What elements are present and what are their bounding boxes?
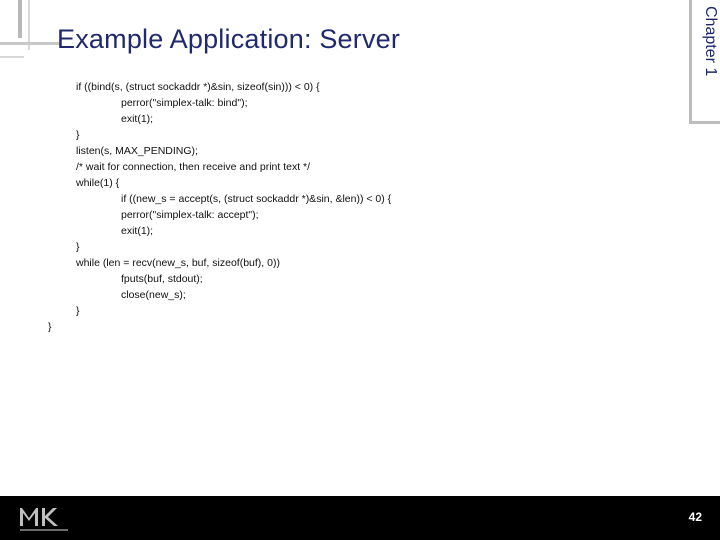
code-line: perror("simplex-talk: bind"); xyxy=(121,97,248,109)
code-line: exit(1); xyxy=(121,113,154,125)
code-line: if ((new_s = accept(s, (struct sockaddr … xyxy=(121,193,392,205)
code-line: /* wait for connection, then receive and… xyxy=(76,161,311,173)
page-number: 42 xyxy=(688,510,702,524)
publisher-logo xyxy=(20,508,68,531)
code-line: } xyxy=(76,305,80,317)
code-line: if ((bind(s, (struct sockaddr *)&sin, si… xyxy=(76,81,320,93)
decor-bar xyxy=(28,0,30,50)
decor-bar xyxy=(18,0,22,38)
code-line: listen(s, MAX_PENDING); xyxy=(76,145,198,157)
decor-bar xyxy=(0,42,60,45)
code-line: while (len = recv(new_s, buf, sizeof(buf… xyxy=(76,257,280,269)
code-line: perror("simplex-talk: accept"); xyxy=(121,209,259,221)
code-line: } xyxy=(76,129,80,141)
code-line: exit(1); xyxy=(121,225,154,237)
footer-bar: 42 xyxy=(0,496,720,540)
decor-bar xyxy=(0,56,24,58)
code-line: while(1) { xyxy=(76,177,120,189)
chapter-tab xyxy=(689,0,720,124)
code-line: close(new_s); xyxy=(121,289,186,301)
code-line: fputs(buf, stdout); xyxy=(121,273,203,285)
chapter-label: Chapter 1 xyxy=(702,6,719,77)
code-line: } xyxy=(48,321,52,333)
code-line: } xyxy=(76,241,80,253)
slide-title: Example Application: Server xyxy=(57,24,401,54)
